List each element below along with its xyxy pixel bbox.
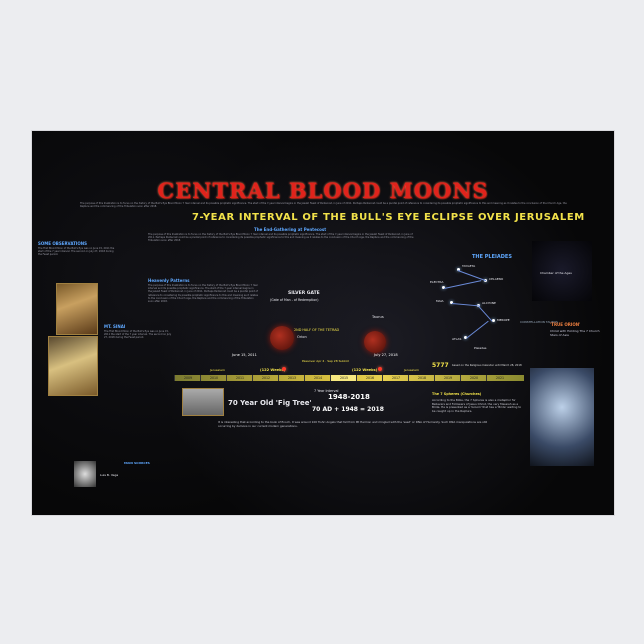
painting-golden-calf (56, 283, 98, 335)
poster-title: CENTRAL BLOOD MOONS (157, 178, 489, 203)
pleiades-name-electra: ELECTRA (430, 280, 444, 284)
pleiades-name-celaeno: CELAENO (489, 277, 504, 281)
blood-moon-right (364, 331, 386, 353)
observations-text: The First Blood Moon of the Bull's Eye w… (38, 247, 115, 257)
fig-years: 1948-2018 (328, 393, 370, 401)
year-timeline: 2009 2010 2011 2012 2013 2014 2015 2016 … (174, 375, 524, 381)
heavenly-patterns-text: The purpose of this illustration is to f… (148, 284, 258, 304)
chamber-label: Chamber of the Ages (540, 271, 572, 275)
constellation-taurus-label: CONSTELLATION TAURUS (520, 320, 558, 324)
historical-photo (182, 388, 224, 416)
true-orion-label: 'TRUE ORION' (550, 322, 581, 327)
year-5777: 5777 (432, 362, 449, 369)
heavenly-patterns-heading: Heavenly Patterns (148, 278, 190, 283)
pleiades-heading: THE PLEIADES (472, 254, 512, 260)
intro-text: The purpose of this illustration is to f… (80, 202, 567, 209)
poster: The purpose of this illustration is to f… (31, 130, 615, 516)
true-orion-sub: Christ with Holding The 7 Church Stars o… (550, 329, 600, 337)
logo-emblem (74, 461, 96, 487)
jerusalem-right: Jerusalem (404, 368, 419, 372)
pleiades-name-pleiades: Pleiades (474, 346, 487, 350)
jerusalem-left: Jerusalem (210, 368, 225, 372)
pleiades-name-merope: MEROPE (497, 318, 510, 322)
eclipse-marker-right (378, 367, 382, 371)
orion-label: Orion (297, 335, 307, 339)
some-observations-heading: SOME OBSERVATIONS (38, 241, 87, 246)
timeline-year: 2020 (460, 375, 487, 381)
pleiades-star-atlas (464, 336, 467, 339)
lower-center-text: It is interesting that according to the … (218, 421, 488, 428)
pleiades-star-taygeta (457, 268, 460, 271)
pleiades-star-electra (442, 286, 445, 289)
taurus-label: Taurus (372, 315, 384, 319)
poster-subtitle: 7-YEAR INTERVAL OF THE BULL'S EYE ECLIPS… (192, 212, 585, 223)
pleiades-star-maia (450, 301, 453, 304)
fig-sum: 70 AD + 1948 = 2018 (312, 406, 384, 413)
pleiades-star-merope (492, 319, 495, 322)
seven-spheres-heading: The 7 Spheres (Churches) (432, 392, 482, 396)
center-top-text: The purpose of this illustration is to f… (148, 233, 414, 243)
timeline-year: 2017 (382, 375, 409, 381)
timeline-year: 2019 (434, 375, 461, 381)
timeline-year: 2015 (330, 375, 357, 381)
interval-label: 7 Year Interval (314, 389, 339, 393)
painting-mt-sinai (48, 336, 98, 396)
chamber-of-ages-image (532, 241, 592, 301)
pleiades-name-atlas: ATLAS (452, 337, 462, 341)
date-right: July 27, 2018 (374, 353, 398, 357)
date-left: June 15, 2011 (232, 353, 257, 357)
mt-sinai-heading: MT. SINAI (104, 324, 126, 329)
pleiades-name-alcyone: ALCYONE (482, 301, 496, 305)
timeline-year: 2014 (304, 375, 331, 381)
timeline-year: 2012 (252, 375, 279, 381)
main-sources-heading: MAIN SOURCES (124, 461, 150, 465)
pleiades-name-taygeta: TAYGETA (462, 264, 476, 268)
week-label-left: (122 Weeks) (260, 368, 286, 372)
pleiades-name-maia: MAIA (436, 299, 444, 303)
lower-right-text: According to the Bible, the 7 Spheres is… (432, 399, 522, 413)
timeline-year: 2018 (408, 375, 435, 381)
end-gathering-heading: The End-Gathering at Pentecost (254, 227, 327, 232)
week-label-right: (122 Weeks) (352, 368, 378, 372)
fig-tree-label: 70 Year Old 'Fig Tree' (228, 399, 312, 407)
year-5777-note: based on the Religious Calendar until Ma… (452, 364, 522, 367)
timeline-year: 2016 (356, 375, 383, 381)
timeline-year: 2011 (226, 375, 253, 381)
silver-gate-sub: (Gate of Man - of Redemption) (270, 298, 319, 302)
silver-gate-label: SILVER GATE (288, 291, 320, 296)
second-half-label: 2ND HALF OF THE TETRAD (294, 328, 340, 332)
credit-name: Luis B. Vega (100, 473, 119, 477)
timeline-year: 2013 (278, 375, 305, 381)
mt-sinai-text: The First Blood Moon of the Bull's Eye w… (104, 330, 172, 340)
timeline-year: 2009 (174, 375, 201, 381)
timeline-year: 2010 (200, 375, 227, 381)
eclipse-marker-left (282, 367, 286, 371)
starfield-background (32, 131, 614, 515)
blood-moon-left (270, 326, 294, 350)
timeline-year: 2021 (486, 375, 513, 381)
christ-figure-image (530, 368, 594, 466)
passover-label: Passover Apr 4 · Sep 28 Sukkot (302, 359, 349, 363)
